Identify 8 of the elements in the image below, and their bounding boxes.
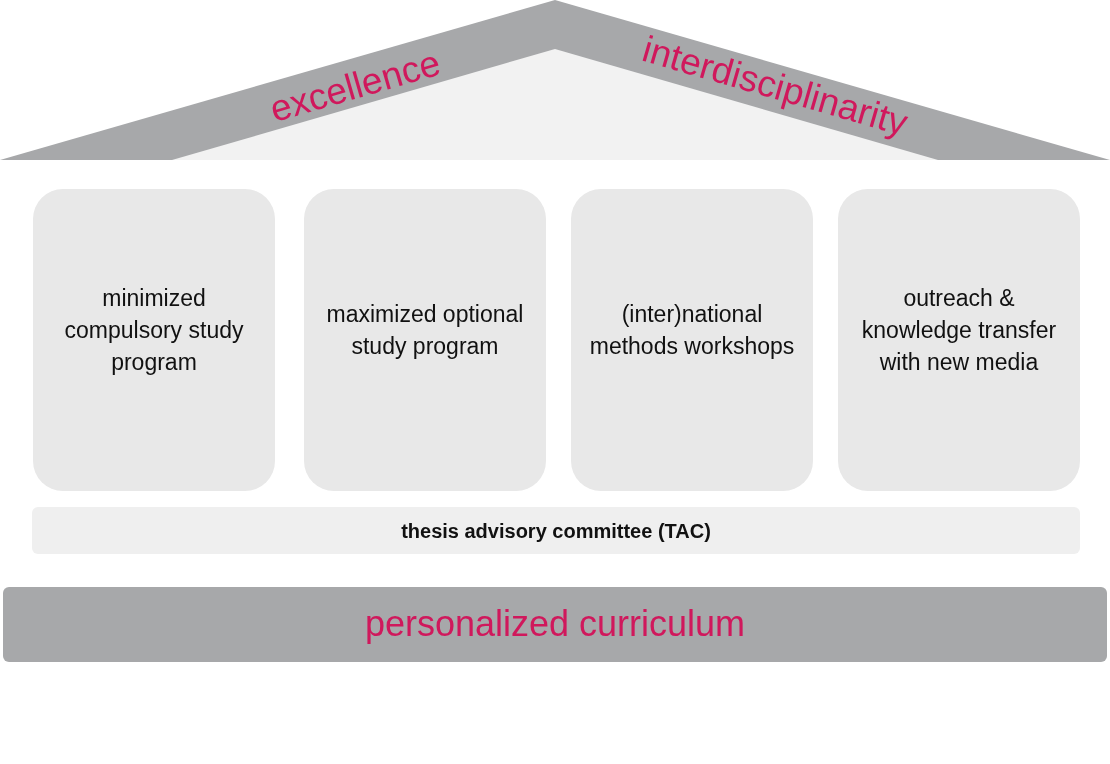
foundation-bar [3,587,1107,662]
label-text: thesis advisory committee (TAC) [401,518,711,544]
label-text: outreach & knowledge transfer with new media [860,283,1058,378]
roof [0,0,1110,162]
label-text: personalized curriculum [364,602,746,647]
label-text: minimized compulsory study program [63,283,245,378]
label-text: (inter)national methods workshops [588,299,796,361]
label-text: maximized optional study program [325,299,525,361]
